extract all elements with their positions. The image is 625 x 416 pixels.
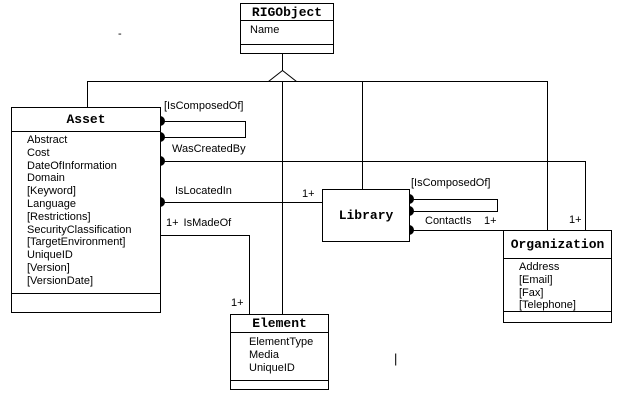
class-attribute: [Keyword]	[27, 185, 76, 198]
wascreatedby-organization-multiplicity: 1+	[569, 214, 582, 226]
class-box-library: Library	[322, 189, 410, 242]
inheritance-drop-element-line	[282, 81, 283, 314]
inheritance-stem-line	[282, 53, 283, 71]
class-attribute: [Fax]	[519, 286, 544, 299]
class-title-rigobject: RIGObject	[241, 4, 333, 21]
class-attribute: [TargetEnvironment]	[27, 236, 126, 249]
class-attribute: [Email]	[519, 273, 553, 286]
class-title-library: Library	[338, 208, 394, 223]
ismadeof-asset-multiplicity: 1+	[166, 217, 179, 229]
library-iscomposedof-loop-bottom-line	[409, 211, 498, 212]
class-attributes-organization: Address[Email][Fax][Telephone]	[504, 259, 611, 312]
ismadeof-drop-line	[249, 235, 250, 314]
class-empty-compartment	[12, 294, 160, 312]
class-box-rigobject: RIGObject Name	[240, 3, 334, 54]
class-attribute: Name	[250, 24, 280, 36]
ismadeof-element-multiplicity: 1+	[231, 297, 244, 309]
wascreatedby-line	[160, 161, 586, 162]
inheritance-drop-library-line	[362, 81, 363, 189]
class-title-asset: Asset	[12, 108, 160, 132]
library-iscomposedof-label: [IsComposedOf]	[411, 177, 491, 189]
contactis-organization-multiplicity: 1+	[484, 215, 497, 227]
inheritance-rail-line	[87, 81, 548, 82]
class-empty-compartment	[504, 312, 611, 322]
class-attribute: SecurityClassification	[27, 223, 132, 236]
library-iscomposedof-loop-top-line	[409, 199, 498, 200]
stray-caret-mark: |	[394, 351, 398, 366]
class-attribute: Domain	[27, 172, 65, 185]
asset-iscomposedof-loop-right-line	[245, 121, 246, 138]
inheritance-drop-asset-line	[87, 81, 88, 107]
class-attribute: [VersionDate]	[27, 274, 94, 287]
class-empty-compartment	[231, 381, 328, 389]
class-attribute: UniqueID	[249, 361, 295, 374]
class-attribute: DateOfInformation	[27, 159, 117, 172]
stray-dash-mark: -	[118, 28, 122, 40]
islocatedin-label: IsLocatedIn	[175, 185, 232, 197]
library-iscomposedof-loop-right-line	[497, 199, 498, 212]
class-box-organization: Organization Address[Email][Fax][Telepho…	[503, 230, 612, 323]
contactis-label: ContactIs	[425, 215, 472, 227]
wascreatedby-drop-line	[585, 161, 586, 230]
islocatedin-library-multiplicity: 1+	[302, 188, 315, 200]
wascreatedby-label: WasCreatedBy	[172, 143, 246, 155]
islocatedin-line	[160, 202, 322, 203]
class-attribute: [Telephone]	[519, 299, 576, 312]
class-attribute: Media	[249, 348, 279, 361]
class-attribute: Language	[27, 197, 76, 210]
asset-iscomposedof-loop-top-line	[160, 121, 246, 122]
class-attribute: [Version]	[27, 261, 70, 274]
inheritance-drop-organization-line	[547, 81, 548, 230]
class-empty-compartment	[241, 45, 333, 53]
class-attribute: Abstract	[27, 134, 68, 146]
class-attribute: ElementType	[249, 336, 314, 348]
ismadeof-name-label: IsMadeOf	[183, 217, 232, 229]
contactis-line	[409, 230, 504, 231]
ismadeof-line	[160, 235, 250, 236]
ismadeof-label: 1+ IsMadeOf	[166, 217, 231, 229]
class-attribute: UniqueID	[27, 249, 73, 262]
class-title-organization: Organization	[504, 231, 611, 259]
asset-iscomposedof-loop-bottom-line	[160, 137, 246, 138]
class-title-element: Element	[231, 315, 328, 333]
class-attributes-rigobject: Name	[241, 21, 333, 45]
class-attribute: [Restrictions]	[27, 210, 91, 223]
class-attribute: Cost	[27, 146, 50, 159]
class-attribute: Address	[519, 261, 560, 273]
asset-iscomposedof-label: [IsComposedOf]	[164, 100, 244, 112]
